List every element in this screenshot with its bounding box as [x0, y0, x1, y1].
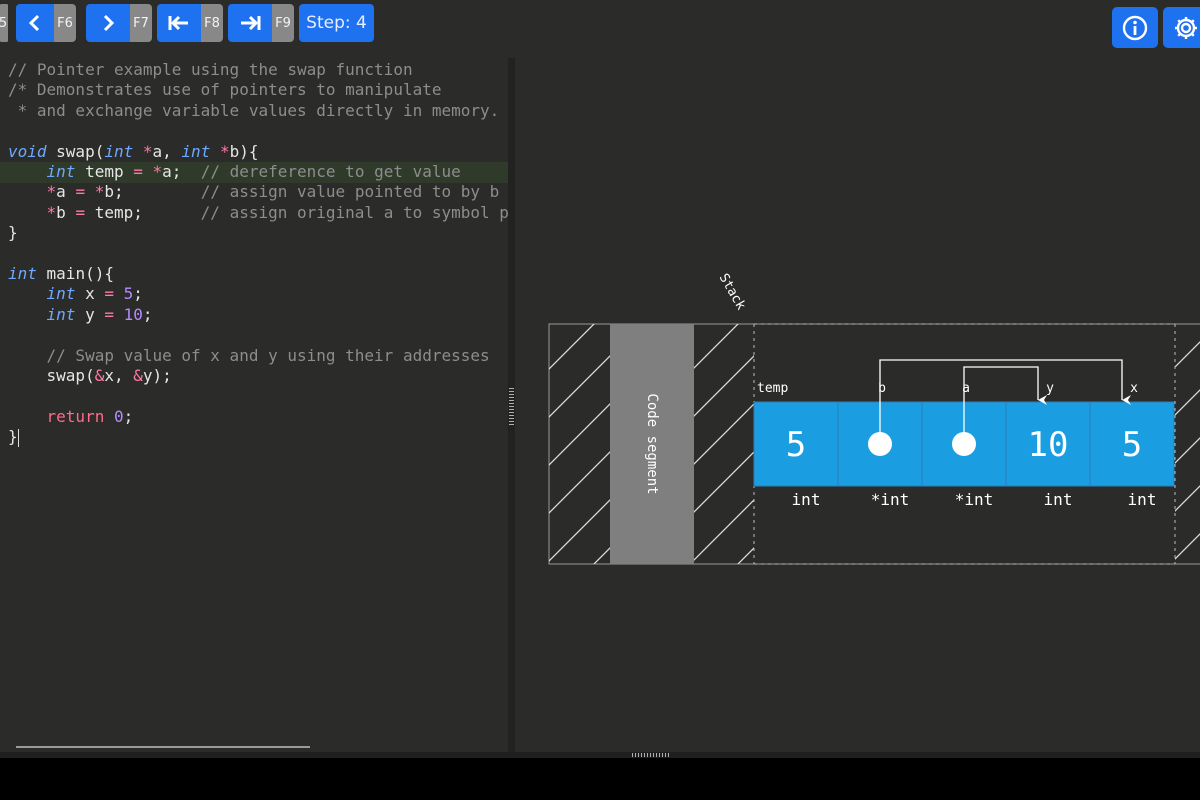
chevron-right-icon — [86, 4, 130, 42]
code-line[interactable]: int temp = *a; // dereference to get val… — [46, 162, 461, 181]
info-icon — [1122, 15, 1148, 40]
code-line[interactable]: /* Demonstrates use of pointers to manip… — [8, 80, 442, 100]
memory-cell-x[interactable] — [1089, 401, 1175, 487]
step-forward-button[interactable]: F7 — [86, 4, 152, 42]
memory-cell-temp[interactable] — [753, 401, 839, 487]
code-line[interactable]: swap(&x, &y); — [8, 366, 172, 385]
code-line[interactable]: int main(){ — [8, 264, 114, 283]
key-hint-f6: F6 — [54, 4, 76, 42]
variable-type-temp: int — [792, 490, 821, 509]
variable-name-temp: temp — [757, 381, 788, 396]
code-line[interactable]: int y = 10; — [46, 304, 153, 324]
variable-name-y: y — [1046, 381, 1054, 396]
go-to-end-button[interactable]: F9 — [228, 4, 294, 42]
code-line[interactable]: * and exchange variable values directly … — [8, 100, 500, 120]
skip-to-end-icon — [228, 4, 272, 42]
text-cursor — [17, 428, 19, 447]
variable-name-a: a — [962, 381, 970, 396]
code-line[interactable]: return 0; — [46, 406, 134, 426]
variable-value-x: 5 — [1122, 425, 1142, 465]
code-segment-label: Code segment — [644, 393, 660, 494]
skip-to-start-icon — [157, 4, 201, 42]
code-line[interactable]: } — [8, 223, 18, 243]
code-line[interactable]: *b = temp; // assign original a to symbo… — [46, 202, 508, 222]
prev-partial-button[interactable]: 5 — [0, 4, 10, 42]
variable-type-x: int — [1128, 490, 1157, 509]
code-editor[interactable]: // Pointer example using the swap functi… — [0, 58, 508, 752]
variable-name-x: x — [1130, 381, 1138, 396]
horizontal-splitter-grip[interactable] — [632, 753, 670, 757]
unused-memory-left — [549, 324, 610, 564]
code-segment-block — [610, 324, 694, 564]
code-line[interactable]: int x = 5; — [46, 284, 143, 304]
code-line[interactable]: *a = *b; // assign value pointed to by b — [46, 182, 500, 202]
gear-icon — [1175, 16, 1197, 39]
variable-name-b: b — [878, 381, 886, 396]
horizontal-splitter[interactable] — [0, 752, 1200, 758]
unused-memory-middle — [694, 324, 754, 564]
variable-value-y: 10 — [1028, 425, 1069, 465]
key-hint-f9: F9 — [272, 4, 294, 42]
vertical-splitter-grip[interactable] — [509, 388, 514, 426]
key-hint-f8: F8 — [201, 4, 223, 42]
chevron-left-icon — [16, 4, 54, 42]
variable-value-temp: 5 — [786, 425, 806, 465]
memory-cell-y[interactable] — [1005, 401, 1091, 487]
code-line[interactable]: // Pointer example using the swap functi… — [8, 60, 413, 79]
info-button[interactable] — [1112, 7, 1158, 48]
variable-type-y: int — [1044, 490, 1073, 509]
code-line[interactable]: void swap(int *a, int *b){ — [8, 141, 259, 161]
pointer-arrow-b-to-x — [879, 359, 1131, 444]
horizontal-scrollbar[interactable] — [16, 746, 310, 748]
app-window: 5 F6 F7 F8 F9 Step: 4 — [0, 0, 1200, 758]
current-line-highlight — [0, 162, 508, 183]
memory-diagram: Code segment Stack temp 5 int b *int a *int y 10… — [548, 271, 1200, 565]
step-back-button[interactable]: F6 — [16, 4, 76, 42]
code-line[interactable]: } — [8, 427, 19, 447]
variable-type-b: *int — [871, 490, 910, 509]
settings-button[interactable] — [1163, 7, 1200, 48]
step-indicator[interactable]: Step: 4 — [299, 4, 374, 42]
stack-label: Stack — [716, 271, 749, 313]
key-hint-f7: F7 — [130, 4, 152, 42]
unused-memory-right — [1175, 324, 1200, 564]
key-hint: 5 — [0, 4, 8, 42]
code-line[interactable]: // Swap value of x and y using their add… — [46, 345, 490, 365]
go-to-start-button[interactable]: F8 — [157, 4, 223, 42]
pointer-arrow-a-to-y — [963, 366, 1047, 444]
variable-type-a: *int — [955, 490, 994, 509]
